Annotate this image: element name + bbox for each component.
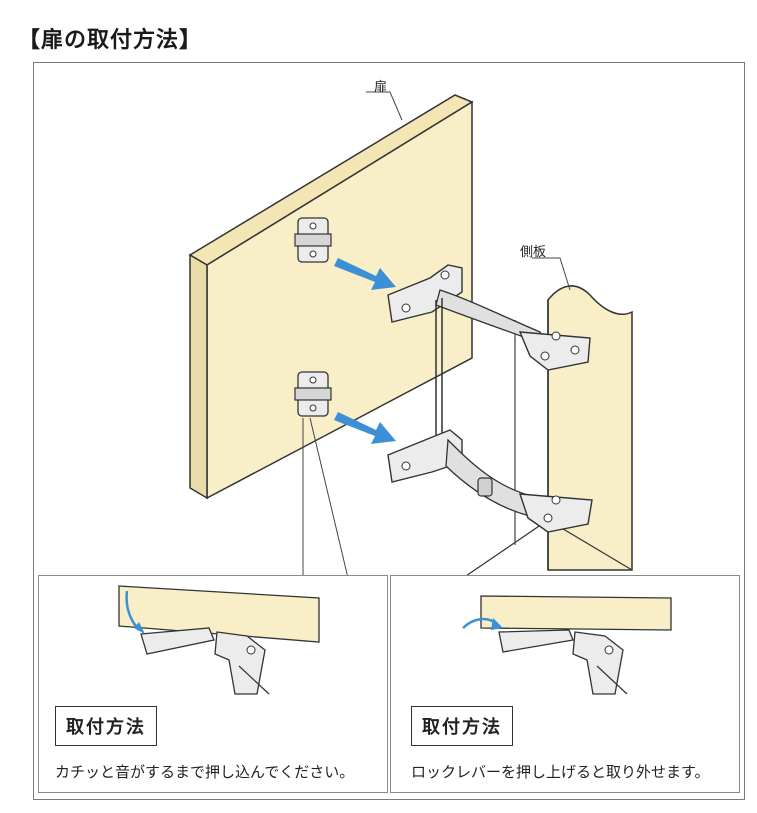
hinge-rod xyxy=(435,298,443,448)
push-arrow-icon xyxy=(134,622,145,634)
step-caption-attach: カチッと音がするまで押し込んでください。 xyxy=(55,763,355,781)
push-arrow-icon xyxy=(491,618,503,630)
hinge-icon xyxy=(214,631,266,695)
side-panel-label: 側板 xyxy=(520,245,547,260)
step-heading-attach: 取付方法 xyxy=(55,706,157,746)
step-caption-remove: ロックレバーを押し上げると取り外せます。 xyxy=(411,763,710,781)
step-panel-remove: 取付方法 ロックレバーを押し上げると取り外せます。 xyxy=(390,575,740,793)
page-title: 【扉の取付方法】 xyxy=(18,28,203,53)
diagram-frame xyxy=(33,62,745,800)
door-label: 扉 xyxy=(374,80,388,95)
label-leaders xyxy=(302,91,571,579)
step-panel-attach: 取付方法 カチッと音がするまで押し込んでください。 xyxy=(38,575,388,793)
attach-detail-illustration xyxy=(118,585,320,695)
remove-detail-illustration xyxy=(462,595,672,695)
push-arrow-icon xyxy=(334,258,396,444)
door-hinge-cup-top xyxy=(294,217,332,263)
hinge-arm-bottom xyxy=(387,429,593,533)
door-panel xyxy=(188,94,474,500)
side-panel xyxy=(459,285,633,581)
door-hinge-cup-bottom xyxy=(294,371,332,417)
hinge-icon xyxy=(572,631,624,695)
hinge-arm-top xyxy=(387,264,591,371)
step-heading-remove: 取付方法 xyxy=(411,706,513,746)
